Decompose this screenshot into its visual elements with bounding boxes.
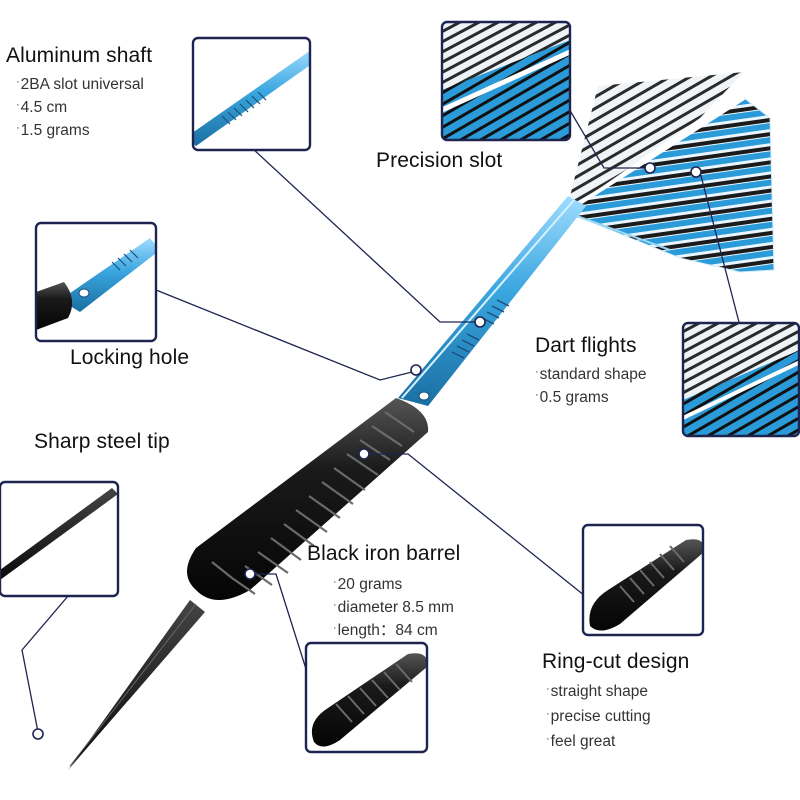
shaft-spec-1: 2BA slot universal (20, 76, 144, 93)
ring-spec-3: feel great (550, 733, 616, 750)
shaft-spec-3: 1.5 grams (20, 122, 90, 139)
precision-slot-title: Precision slot (376, 149, 503, 172)
dart-flights-title: Dart flights (535, 334, 637, 357)
flights-spec-1: standard shape (539, 366, 647, 383)
barrel-spec-1: 20 grams (337, 576, 403, 593)
barrel-detail-box (304, 641, 429, 754)
ring-spec-2: precise cutting (550, 708, 651, 725)
dart-shaft (398, 196, 586, 406)
flight-detail-box (681, 321, 800, 438)
shaft-detail-box (191, 36, 312, 152)
ring-cut-callout: Ring-cut design ·straight shape ·precise… (542, 650, 690, 750)
locking-hole-title: Locking hole (70, 346, 190, 369)
dart-steel-tip (68, 600, 205, 770)
locking-hole-detail-box (34, 221, 158, 343)
ring-cut-detail-box (581, 523, 705, 637)
tip-detail-box (0, 480, 120, 598)
dart-barrel (187, 398, 429, 600)
aluminum-shaft-title: Aluminum shaft (6, 44, 153, 67)
iron-barrel-title: Black iron barrel (307, 542, 461, 565)
steel-tip-title: Sharp steel tip (34, 430, 170, 453)
aluminum-shaft-callout: Aluminum shaft ·2BA slot universal ·4.5 … (6, 44, 153, 139)
dart-flights-callout: Dart flights ·standard shape ·0.5 grams (535, 334, 647, 406)
flights-spec-2: 0.5 grams (539, 389, 609, 406)
iron-barrel-callout: Black iron barrel ·20 grams ·diameter 8.… (307, 542, 461, 639)
ring-spec-1: straight shape (550, 683, 649, 700)
slot-detail-box (440, 20, 572, 142)
barrel-spec-2: diameter 8.5 mm (337, 599, 454, 616)
barrel-spec-3: length：84 cm (337, 622, 438, 639)
shaft-spec-2: 4.5 cm (20, 99, 68, 116)
ring-cut-title: Ring-cut design (542, 650, 690, 673)
connector-dots (32, 162, 702, 740)
dart-flight (564, 72, 775, 273)
